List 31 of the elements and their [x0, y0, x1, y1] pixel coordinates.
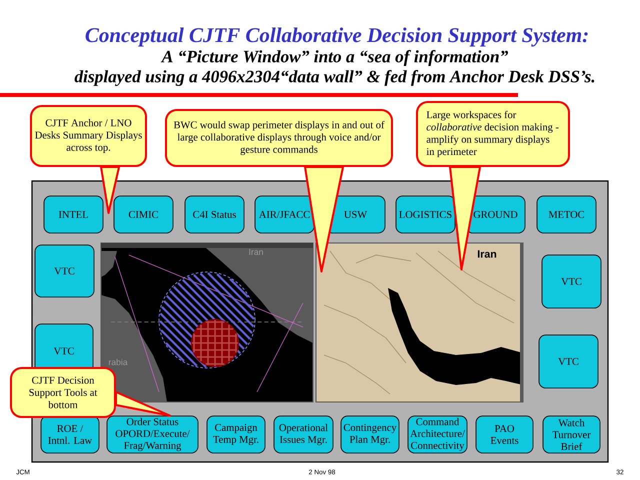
display-box: C4I Status: [184, 196, 244, 234]
display-box: INTEL: [44, 196, 104, 234]
map-label: Iran: [478, 250, 496, 258]
map-label: Iran: [249, 248, 263, 256]
display-box: ROE / Intnl. Law: [40, 416, 100, 454]
title: Conceptual CJTF Collaborative Decision Support System:: [86, 27, 588, 47]
radar-picture: [100, 242, 314, 403]
display-box: Campaign Temp Mgr.: [206, 416, 266, 454]
subtitle: A “Picture Window” into a “sea of information”: [160, 50, 508, 66]
display-box: CIMIC: [114, 196, 174, 234]
display-box: Command Architecture/ Connectivity: [408, 416, 468, 454]
display-box: Operational Issues Mgr.: [274, 416, 334, 454]
display-box: PAO Events: [476, 416, 534, 454]
display-box: VTC: [538, 334, 598, 388]
callout-bubble: Large workspaces for collaborative decision making - amplify on summary displays in perimeter: [416, 101, 570, 167]
callout-pointer: [304, 166, 344, 272]
display-box: LOGISTICS: [396, 196, 456, 234]
callout-pointer: [115, 391, 171, 417]
display-box: Order Status OPORD/Execute/ Frag/Warning: [106, 416, 198, 454]
display-box: VTC: [542, 254, 602, 308]
display-box: VTC: [34, 244, 94, 298]
subtitle: displayed using a 4096x2304“data wall” & fed from Anchor Desk DSS’s.: [74, 70, 594, 86]
map-picture: [315, 242, 524, 403]
callout-pointer: [449, 166, 481, 270]
callout-bubble: CJTF Anchor / LNO Desks Summary Displays across top.: [30, 105, 147, 167]
map-label: rabia: [108, 358, 128, 366]
display-box: AIR/JFACC: [254, 196, 314, 234]
display-box: Contingency Plan Mgr.: [340, 416, 400, 454]
display-box: Watch Turnover Brief: [542, 416, 600, 454]
display-box: METOC: [536, 196, 596, 234]
callout-pointer: [100, 166, 120, 214]
